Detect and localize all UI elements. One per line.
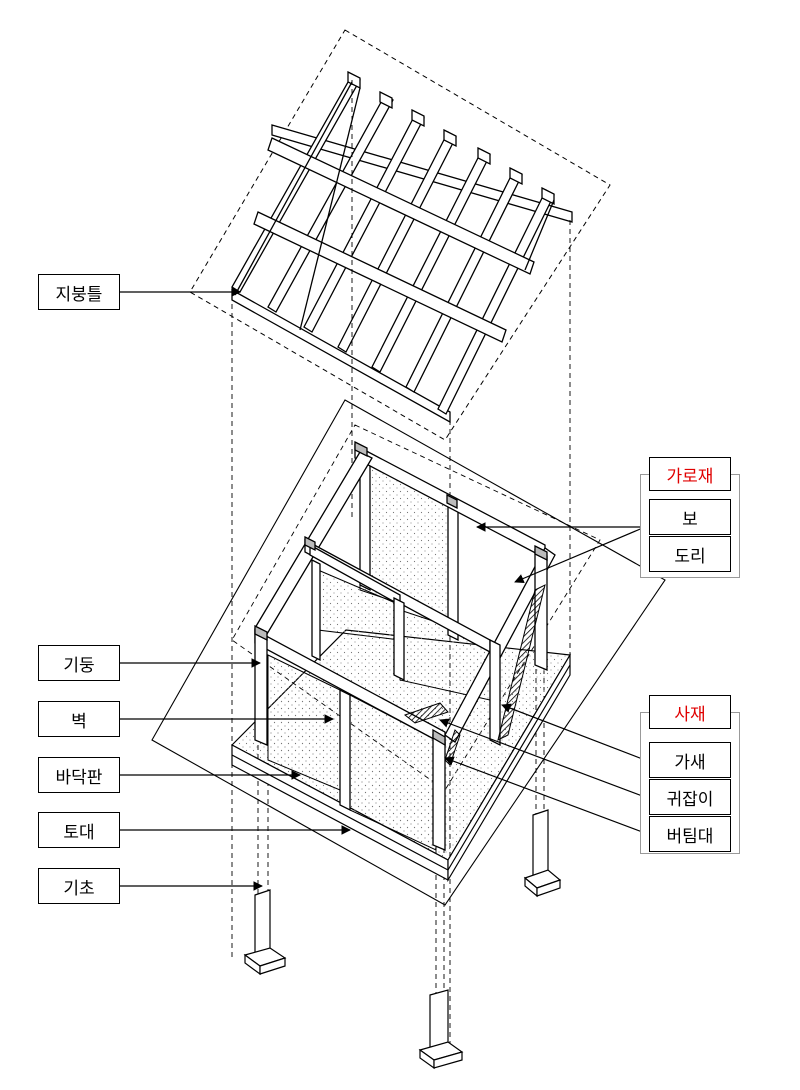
foundation-pier-front (418, 989, 464, 1070)
group-diagonal: 사재 가새 귀잡이 버팀대 (640, 695, 740, 854)
label-wall: 벽 (38, 701, 120, 737)
roof-purlin (267, 137, 535, 275)
group-diagonal-item-beotimdae: 버팀대 (649, 816, 731, 852)
right-front-post (489, 638, 501, 747)
foundation-pier-left (243, 889, 287, 976)
inner-dashed-plane (231, 424, 601, 791)
leader-arrows (120, 287, 646, 891)
group-diagonal-item-gasae: 가새 (649, 742, 731, 778)
base-plane (151, 399, 666, 906)
label-floor: 바닥판 (38, 757, 120, 793)
brace-gasae (497, 584, 546, 741)
roof-rafters (231, 74, 555, 415)
group-horizontal: 가로재 보 도리 (640, 457, 740, 578)
roof-purlin (253, 211, 507, 343)
front-left-post (254, 628, 268, 746)
roof-front-plate (231, 288, 451, 424)
foundations (243, 809, 562, 1070)
arrow-beotimdae (444, 756, 646, 834)
arrow-gasae (501, 703, 646, 761)
arrow-gwijabi (439, 718, 646, 798)
brace-gwijabi (403, 702, 449, 724)
label-roof-truss: 지붕틀 (38, 274, 120, 310)
arrow-dori (514, 526, 646, 584)
group-horizontal-item-dori: 도리 (649, 536, 731, 572)
group-horizontal-item-bo: 보 (649, 499, 731, 535)
label-column: 기둥 (38, 645, 120, 681)
group-horizontal-title: 가로재 (649, 457, 731, 491)
roof-rafter-tops (347, 70, 555, 206)
label-foundation: 기초 (38, 868, 120, 904)
front-corner-post (432, 733, 446, 851)
label-sill: 토대 (38, 812, 120, 848)
group-diagonal-item-gwijabi: 귀잡이 (649, 779, 731, 815)
group-diagonal-title: 사재 (649, 695, 731, 729)
roof-truss (189, 29, 611, 441)
foundation-pier-right (523, 809, 562, 898)
